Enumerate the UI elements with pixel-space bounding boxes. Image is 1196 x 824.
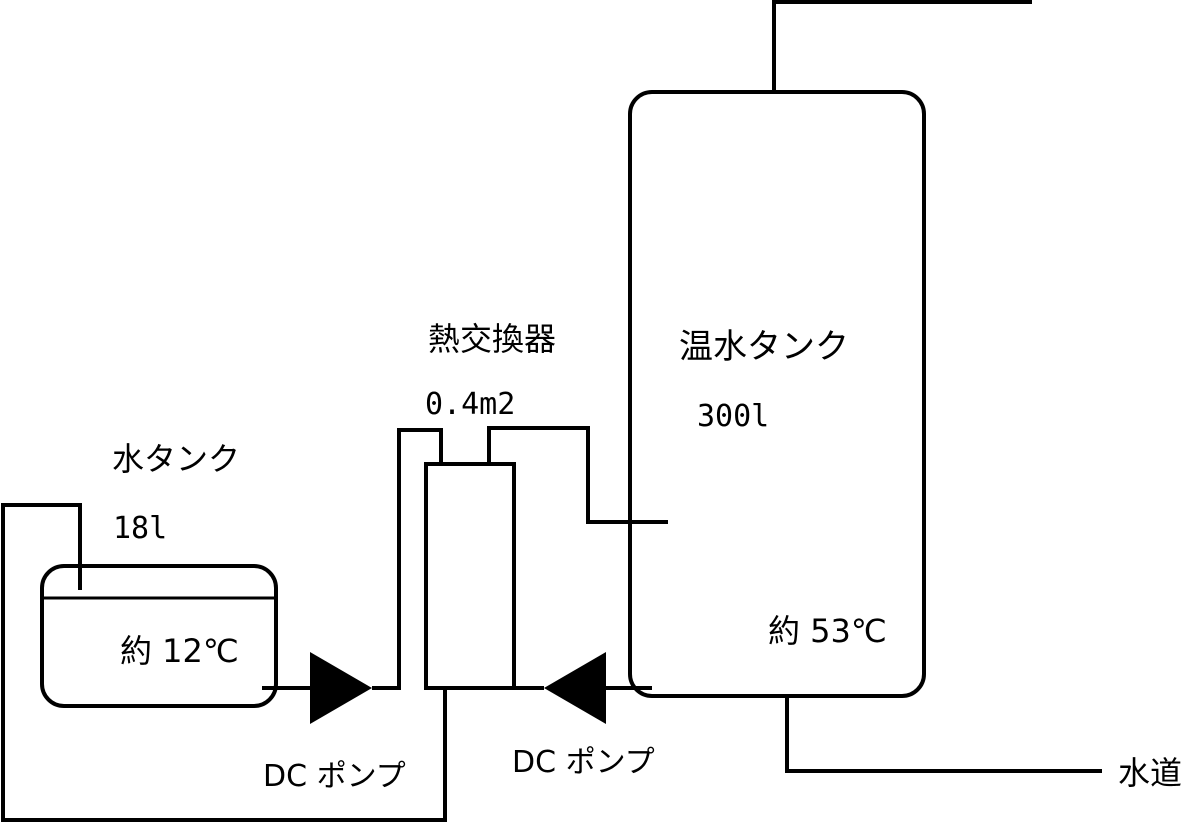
water-tank-volume-label: 18l xyxy=(113,511,167,546)
heat-exchanger xyxy=(424,462,516,690)
hot-tank-label: 温水タンク xyxy=(679,327,849,367)
left-pump-label: DC ポンプ xyxy=(263,759,406,794)
water-tank-label: 水タンク xyxy=(112,440,240,478)
hot-tank-top-outlet-pipe xyxy=(772,0,1032,92)
exchanger-to-hot-tank-pipe xyxy=(487,426,668,524)
hot-tank-temp-label: 約 53℃ xyxy=(768,612,887,650)
right-pump-label: DC ポンプ xyxy=(512,745,655,780)
return-loop-pipe xyxy=(1,503,447,822)
heat-exchanger-label: 熱交換器 xyxy=(428,320,556,358)
water-tank xyxy=(40,564,278,708)
pump-to-exchanger-pipe xyxy=(372,428,443,690)
right-pump-icon xyxy=(544,652,606,724)
hot-tank-volume-label: 300l xyxy=(697,399,769,434)
heat-exchanger-area-label: 0.4m2 xyxy=(425,387,515,422)
water-tank-temp-label: 約 12℃ xyxy=(120,632,239,670)
hot-water-tank xyxy=(628,90,926,698)
tap-water-pipe xyxy=(785,696,1102,773)
left-pump-icon xyxy=(310,652,372,724)
tap-water-label: 水道 xyxy=(1118,754,1182,792)
